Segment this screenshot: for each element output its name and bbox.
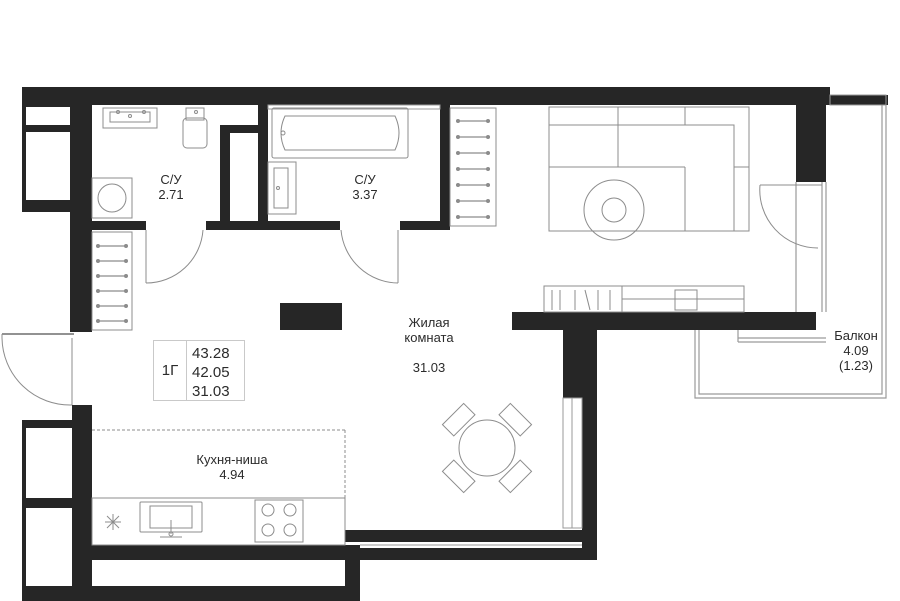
room-label-bathroom-2: С/У 3.37 (340, 172, 390, 202)
wall-outlines (2, 94, 887, 546)
tv-console (543, 285, 745, 313)
room-name: С/У (160, 172, 182, 187)
room-label-balcony: Балкон 4.09 (1.23) (825, 328, 887, 373)
sofa (548, 106, 750, 232)
dining-set (441, 402, 533, 494)
apartment-summary-badge: 1Г 43.28 42.05 31.03 (153, 340, 245, 401)
room-name: Балкон (834, 328, 878, 343)
room-area: 4.94 (219, 467, 245, 482)
kitchen-fixtures (91, 429, 346, 546)
living-area: 31.03 (192, 383, 230, 400)
balcony-outline (694, 105, 887, 399)
room-area: 2.71 (158, 187, 184, 202)
room-name: Жилая комната (404, 315, 454, 345)
bathroom-1-fixtures (91, 107, 208, 219)
area-excl-balcony: 42.05 (192, 364, 230, 381)
coffee-table (583, 179, 645, 241)
apartment-areas: 43.28 42.05 31.03 (192, 344, 230, 401)
room-reduced-area: (1.23) (839, 358, 873, 373)
bathroom-2-fixtures (267, 107, 409, 215)
room-area: 31.03 (412, 360, 446, 375)
room-area: 3.37 (352, 187, 378, 202)
room-label-living-room: Жилая комната 31.03 (389, 300, 469, 390)
doors (1, 184, 822, 406)
room-label-kitchen-niche: Кухня-ниша 4.94 (182, 452, 282, 482)
room-label-bathroom-1: С/У 2.71 (146, 172, 196, 202)
total-area: 43.28 (192, 345, 230, 362)
room-name: Кухня-ниша (196, 452, 268, 467)
wardrobes (91, 107, 497, 331)
room-area: 4.09 (843, 343, 869, 358)
room-name: С/У (354, 172, 376, 187)
apartment-type: 1Г (154, 341, 187, 400)
walls (22, 87, 888, 601)
